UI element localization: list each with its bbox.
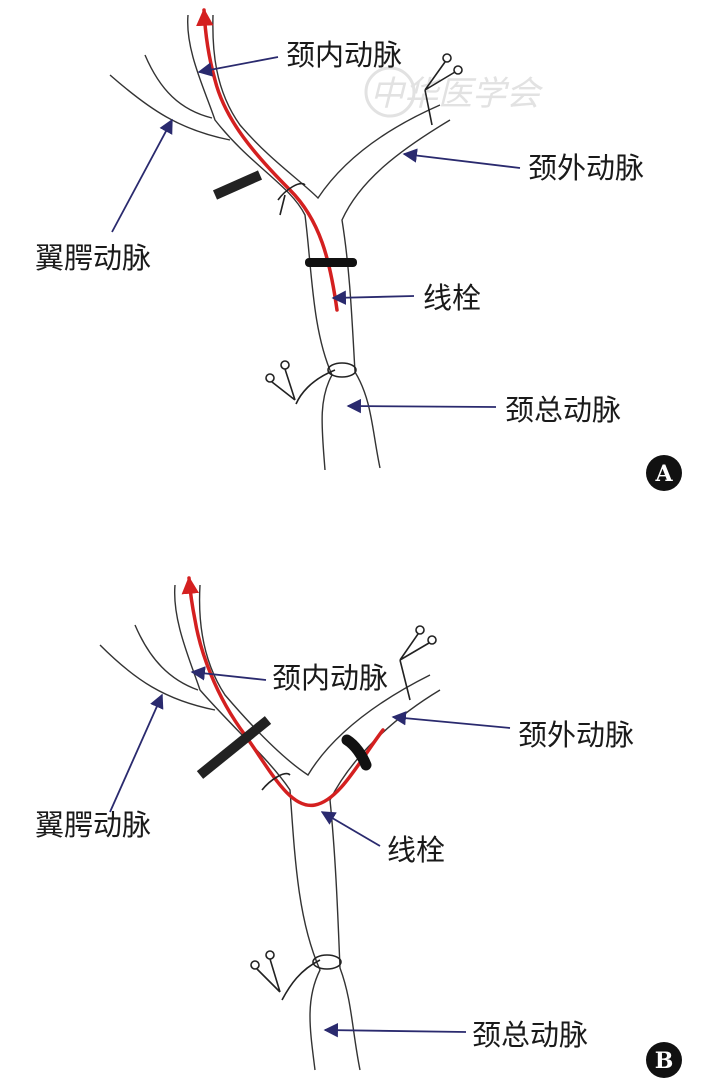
microclip-a-ica bbox=[212, 170, 263, 200]
badge-a bbox=[646, 455, 682, 491]
badge-a-text: A bbox=[654, 461, 673, 487]
label-filament-a: 线栓 bbox=[423, 281, 481, 315]
microclip-b-ica bbox=[196, 716, 272, 779]
scissors-icon bbox=[265, 53, 463, 405]
watermark-seal-icon bbox=[364, 66, 416, 118]
label-eca-a: 颈外动脉 bbox=[528, 151, 644, 185]
label-ppa-b: 翼腭动脉 bbox=[35, 808, 151, 842]
label-ica-a: 颈内动脉 bbox=[286, 38, 402, 72]
ligature-clamp-b bbox=[341, 734, 372, 771]
panel-a: 颈内动脉 颈外动脉 翼腭动脉 线栓 颈总动脉 A bbox=[35, 8, 682, 491]
label-ppa-a: 翼腭动脉 bbox=[35, 241, 151, 275]
badge-b bbox=[646, 1042, 682, 1078]
label-ica-b: 颈内动脉 bbox=[272, 661, 388, 695]
scissors-icon bbox=[250, 625, 437, 1001]
vessels-a bbox=[109, 14, 451, 471]
watermark: 中华医学会 bbox=[370, 74, 544, 114]
panel-b: 颈内动脉 颈外动脉 翼腭动脉 线栓 颈总动脉 B bbox=[35, 576, 682, 1078]
label-eca-b: 颈外动脉 bbox=[518, 718, 634, 752]
label-filament-b: 线栓 bbox=[387, 833, 445, 867]
label-cca-b: 颈总动脉 bbox=[472, 1018, 588, 1052]
ligature-clamp-a bbox=[305, 258, 357, 267]
badge-b-text: B bbox=[655, 1048, 674, 1074]
catheter-a bbox=[196, 8, 339, 312]
label-cca-a: 颈总动脉 bbox=[505, 393, 621, 427]
